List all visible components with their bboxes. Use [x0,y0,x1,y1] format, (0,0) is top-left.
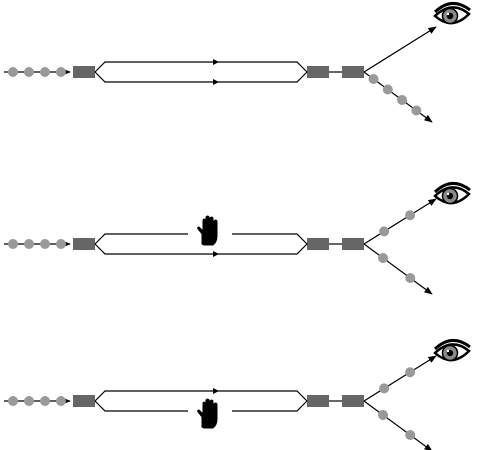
lower-output-particle [378,410,389,420]
hand-icon [197,398,218,429]
lower-output-particle [405,430,416,440]
detector-splitter [342,66,364,78]
lower-arm-arrow [213,251,219,257]
lower-arm-right [232,400,308,412]
beam-splitter-out [307,395,329,407]
lower-output-particle [368,74,379,84]
upper-arm-arrow [213,59,219,65]
interferometer-both-paths-open [4,2,471,123]
lower-output-particle [378,253,389,263]
input-particle [24,239,34,249]
input-particle [8,396,18,406]
eye-lid [433,182,471,194]
beam-splitter-in [73,238,95,250]
upper-arm-left [94,233,188,245]
eye-glint [446,192,450,196]
beam-splitter-out [307,238,329,250]
input-particle [40,239,50,249]
hand-shape [197,215,218,246]
lower-arm [94,71,308,83]
eye-icon [433,182,471,205]
eye-glint [446,349,450,353]
input-particle [56,239,66,249]
input-particle [40,396,50,406]
input-particle [8,239,18,249]
input-particle [40,67,50,77]
input-particle [8,67,18,77]
lower-arm-arrow [213,79,219,85]
eye-icon [433,2,471,25]
lower-output-beam [363,400,433,450]
upper-output-beam [363,355,437,402]
lower-output-particle [382,84,393,95]
upper-output-beam [363,26,437,73]
input-particle [24,396,34,406]
beam-splitter-in [73,66,95,78]
upper-output-particle [405,210,416,221]
interferometer-lower-path-blocked [4,339,471,450]
eye-lid [433,339,471,351]
eye-lid [433,2,471,14]
upper-output-particle [379,383,390,394]
lower-arm-left [94,400,188,412]
input-particle [24,67,34,77]
upper-output-beam [363,198,437,245]
eye-icon [433,339,471,362]
detector-splitter [342,395,364,407]
upper-output-particle [405,367,416,378]
lower-output-particle [405,273,416,283]
lower-arm [94,243,308,255]
hand-shape [197,398,218,429]
beam-splitter-in [73,395,95,407]
upper-arm-arrow [213,388,219,394]
hand-icon [197,215,218,246]
upper-output-particle [379,226,390,237]
interferometer-upper-path-blocked [4,182,471,295]
upper-arm-right [232,233,308,245]
upper-arm [94,390,308,402]
beam-splitter-out [307,66,329,78]
lower-output-beam [363,243,433,295]
input-particle [56,396,66,406]
input-particle [56,67,66,77]
eye-glint [446,12,450,16]
detector-splitter [342,238,364,250]
lower-output-particle [411,105,422,116]
upper-arm [94,61,308,73]
lower-output-particle [397,95,408,105]
